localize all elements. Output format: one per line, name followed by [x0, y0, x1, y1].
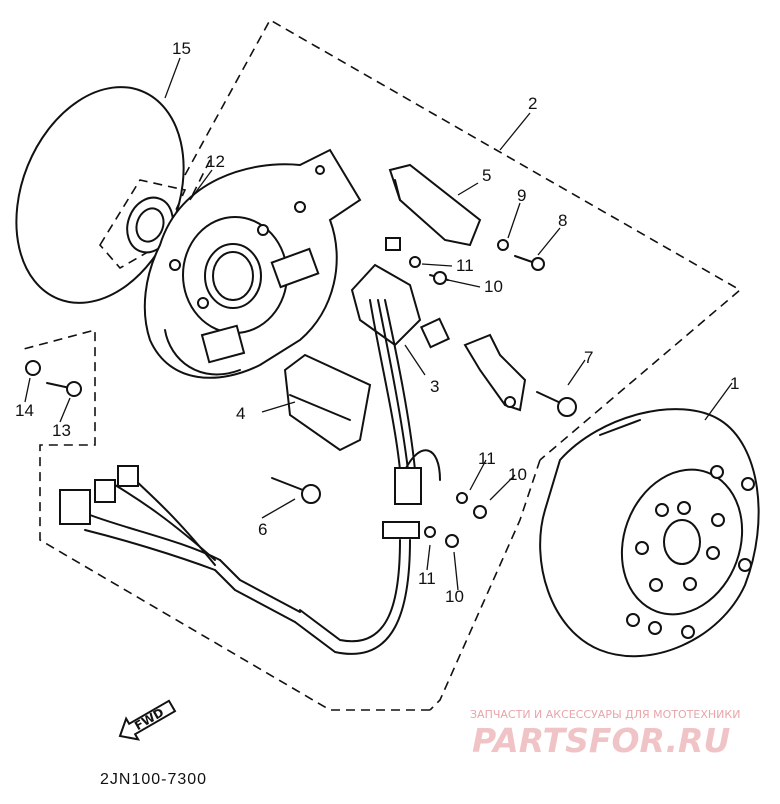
bracket-dash: [179, 159, 211, 221]
callout-10-b: 10: [508, 465, 527, 484]
bracket-7: [463, 333, 527, 412]
callout-10-a: 10: [484, 277, 503, 296]
callout-10-c: 10: [445, 587, 464, 606]
leader-lines: [24, 57, 733, 591]
callout-13: 13: [52, 421, 71, 440]
callout-14: 14: [15, 401, 34, 420]
assembly-boundary-2: [429, 459, 541, 711]
stator-plate: [143, 148, 362, 379]
watermark-tagline: ЗАПЧАСТИ И АКСЕССУАРЫ ДЛЯ МОТОТЕХНИКИ: [470, 708, 740, 721]
callout-11-a: 11: [456, 256, 474, 275]
wire-harness: [84, 299, 441, 655]
callout-3: 3: [430, 377, 439, 396]
pickup-coil-5: [385, 163, 482, 251]
fwd-label: FWD: [132, 705, 166, 733]
callout-6: 6: [258, 520, 267, 539]
callout-11-b: 11: [478, 449, 496, 468]
regulator-4: [283, 353, 372, 452]
callout-2: 2: [528, 94, 537, 113]
callout-5: 5: [482, 166, 491, 185]
watermark-logo: PARTSFOR.RU: [472, 721, 730, 760]
callout-9: 9: [517, 186, 526, 205]
callout-8: 8: [558, 211, 567, 230]
callout-11-c: 11: [418, 569, 436, 588]
callout-7: 7: [584, 348, 593, 367]
flywheel-rotor-1: [539, 408, 760, 658]
screws: [25, 239, 577, 548]
wire-connectors: [59, 465, 139, 525]
callout-12: 12: [206, 152, 225, 171]
callout-1: 1: [730, 374, 739, 393]
callout-4: 4: [236, 404, 245, 423]
assembly-boundary: [19, 18, 742, 711]
diagram-code: 2JN100-7300: [100, 771, 207, 788]
callout-15: 15: [172, 39, 191, 58]
fwd-arrow: FWD: [118, 699, 177, 741]
